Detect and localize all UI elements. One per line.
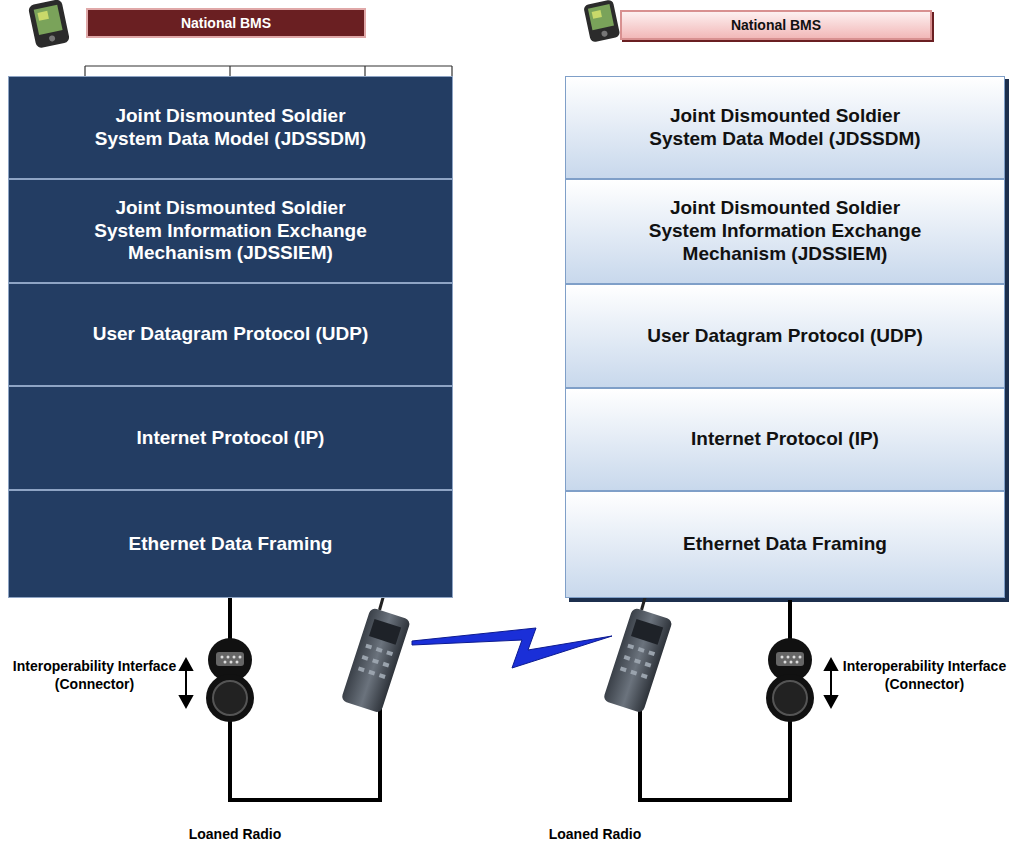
layer-label: Ethernet Data Framing — [129, 533, 333, 556]
bms-header: National BMS — [86, 8, 366, 38]
radio-label: Loaned Radio — [160, 826, 310, 844]
connector-icon — [766, 638, 814, 722]
layer-label: Internet Protocol (IP) — [137, 427, 325, 450]
layer-label: User Datagram Protocol (UDP) — [93, 323, 369, 346]
stack-layer: Internet Protocol (IP) — [565, 388, 1005, 491]
radio-label: Loaned Radio — [520, 826, 670, 844]
interface-label: Interoperability Interface (Connector) — [12, 658, 177, 693]
stack-layer: User Datagram Protocol (UDP) — [565, 284, 1005, 388]
stack-layer: User Datagram Protocol (UDP) — [8, 283, 453, 386]
layer-label: Joint Dismounted Soldier System Data Mod… — [86, 105, 376, 151]
layer-label: User Datagram Protocol (UDP) — [647, 325, 923, 348]
interface-label: Interoperability Interface (Connector) — [842, 658, 1007, 693]
bms-title: National BMS — [731, 17, 821, 33]
header-dividers — [85, 66, 452, 76]
layer-label: Joint Dismounted Soldier System Data Mod… — [640, 105, 930, 151]
stack-layer: Ethernet Data Framing — [565, 491, 1005, 598]
stack-layer: Joint Dismounted Soldier System Informat… — [565, 179, 1005, 284]
stack-layer: Joint Dismounted Soldier System Data Mod… — [8, 76, 453, 179]
stack-layer: Internet Protocol (IP) — [8, 386, 453, 490]
bms-header: National BMS — [620, 10, 932, 40]
updown-arrow — [180, 659, 837, 707]
radio-link — [412, 628, 612, 668]
stack-layer: Ethernet Data Framing — [8, 490, 453, 598]
stack-layer: Joint Dismounted Soldier System Informat… — [8, 179, 453, 283]
layer-label: Joint Dismounted Soldier System Informat… — [640, 197, 930, 265]
pda-icon — [583, 0, 620, 43]
pda-icon — [28, 0, 70, 49]
bms-title: National BMS — [181, 15, 271, 31]
layer-label: Ethernet Data Framing — [683, 533, 887, 556]
cable — [230, 598, 790, 800]
layer-label: Internet Protocol (IP) — [691, 428, 879, 451]
connector-icon — [206, 638, 254, 722]
stack-layer: Joint Dismounted Soldier System Data Mod… — [565, 76, 1005, 179]
layer-label: Joint Dismounted Soldier System Informat… — [86, 197, 376, 265]
